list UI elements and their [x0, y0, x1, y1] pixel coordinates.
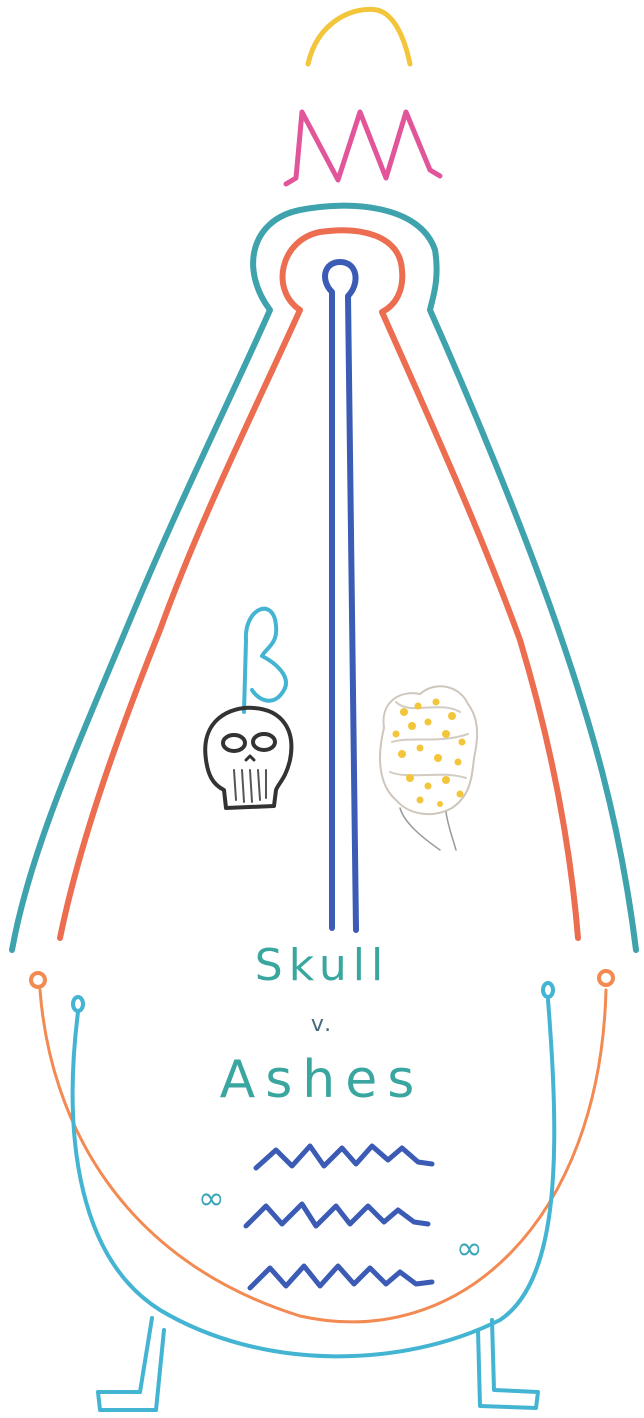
left-foot: [98, 1318, 164, 1410]
halo-arc: [308, 9, 410, 64]
skull-icon: [205, 708, 291, 808]
teal-hook: [244, 609, 286, 712]
orange-swing-arc: [40, 990, 606, 1322]
infinity-left-icon: ∞: [198, 1182, 225, 1214]
word-versus: v.: [0, 1012, 644, 1037]
coral-inner-outline: [60, 230, 578, 938]
infinity-right-icon: ∞: [456, 1232, 483, 1264]
wave-line-3: [250, 1266, 432, 1288]
blue-pendulum: [325, 262, 356, 930]
pink-crown: [286, 112, 440, 184]
right-foot: [478, 1320, 538, 1408]
wave-line-2: [246, 1204, 428, 1226]
ashes-icon: [380, 686, 477, 850]
word-skull: Skull: [0, 940, 644, 991]
word-ashes: Ashes: [0, 1050, 644, 1110]
left-blue-ring-icon: [73, 997, 83, 1011]
wave-line-1: [256, 1146, 432, 1168]
outer-teal-outline: [12, 206, 636, 950]
